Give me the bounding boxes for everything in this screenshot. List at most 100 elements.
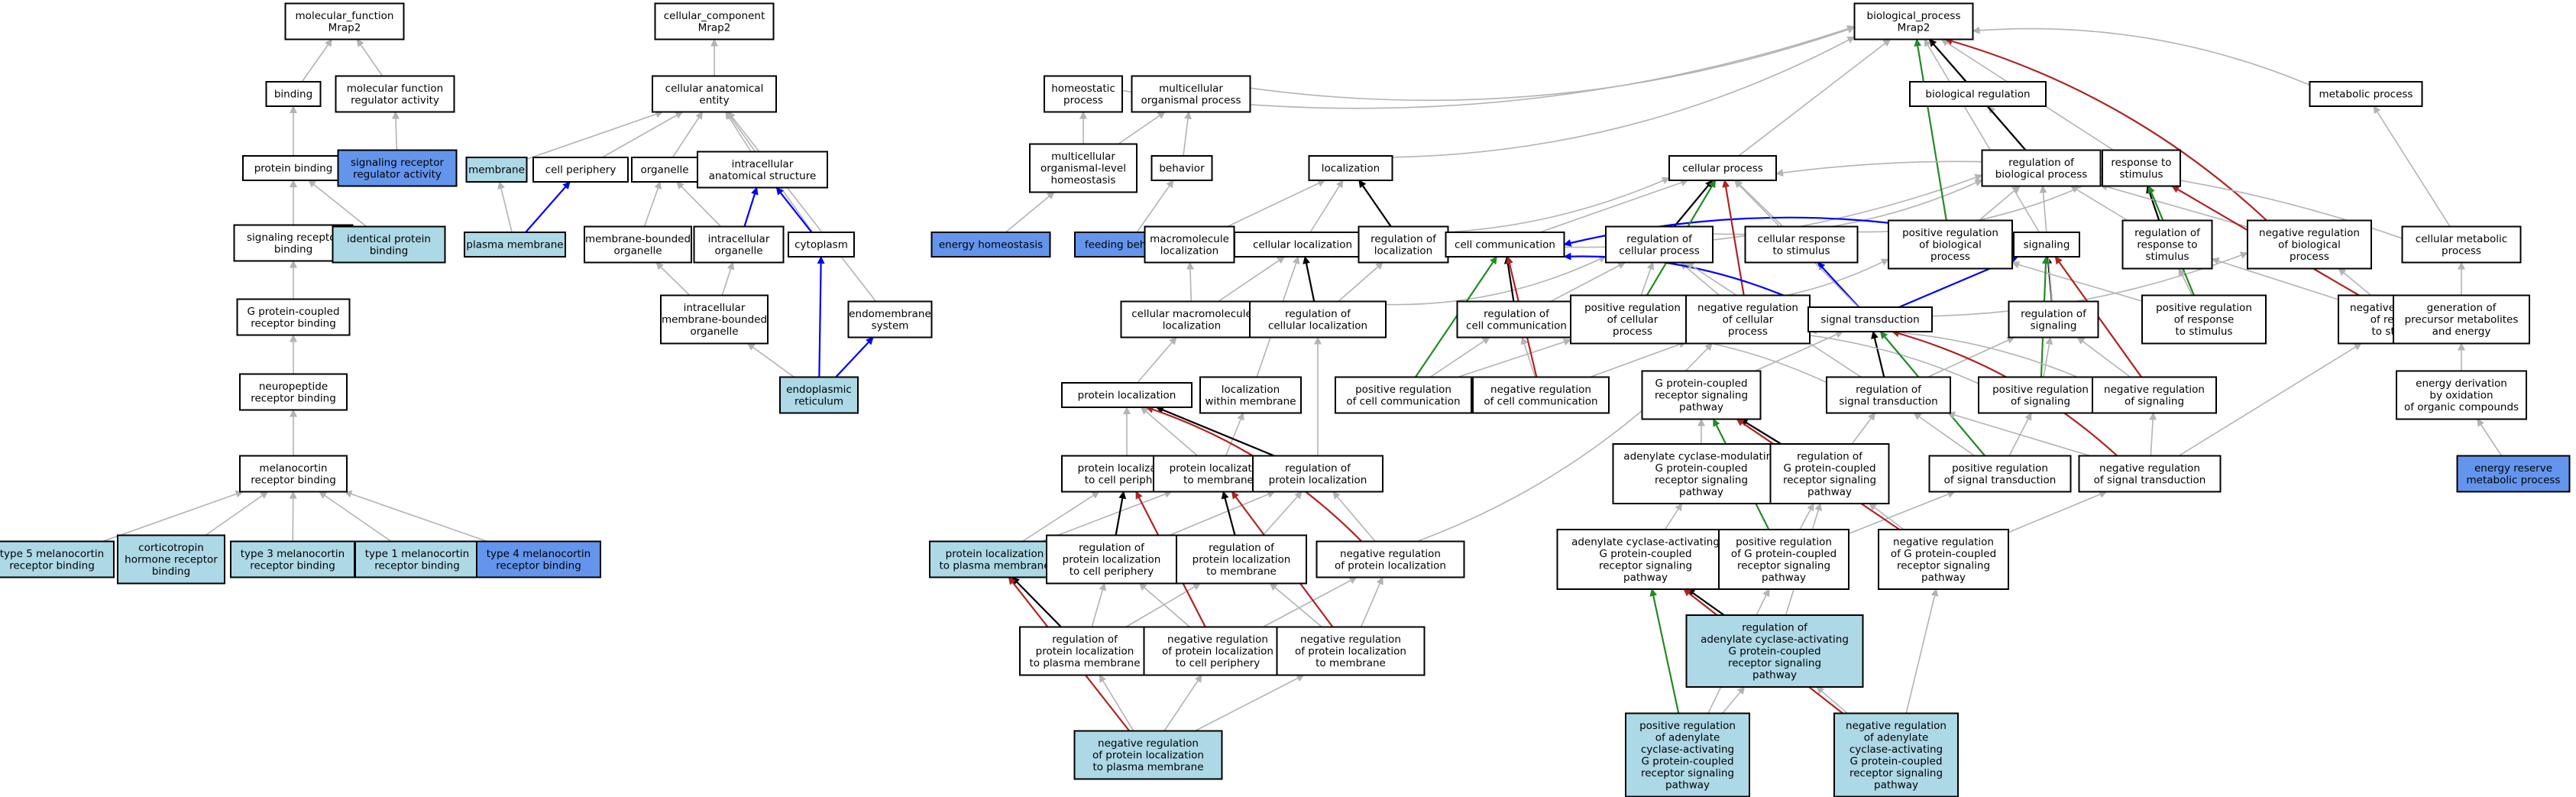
term-node-organelle[interactable]: organelle <box>631 157 698 183</box>
edge-is-a <box>1799 503 1814 530</box>
term-box <box>2102 149 2181 187</box>
term-label-line: protein localization <box>1036 646 1134 658</box>
term-node-loc[interactable]: localization <box>1308 155 1393 181</box>
term-node-ccomm[interactable]: cell communication <box>1445 232 1565 258</box>
term-node-cperiph[interactable]: cell periphery <box>532 157 629 183</box>
term-label-line: localization <box>1163 319 1221 332</box>
term-node-metab[interactable]: metabolic process <box>2309 81 2423 107</box>
term-label: organelle <box>640 164 688 177</box>
term-node-signaling[interactable]: signaling <box>2013 232 2080 258</box>
term-node-cyto[interactable]: cytoplasm <box>788 232 855 258</box>
term-node-binding[interactable]: binding <box>265 81 322 107</box>
term-node-bioreg[interactable]: biological regulation <box>1909 81 2047 107</box>
term-node-protloc[interactable]: protein localization <box>1061 382 1193 408</box>
term-label-line: localization <box>1222 384 1280 396</box>
term-node-cl[interactable]: cellular localization <box>1234 232 1371 258</box>
term-node-pm[interactable]: plasma membrane <box>464 232 566 258</box>
term-node-eh[interactable]: energy homeostasis <box>930 232 1051 258</box>
term-box <box>2121 219 2213 270</box>
edge-is-a <box>1118 111 1166 145</box>
term-node-st[interactable]: signal transduction <box>1807 306 1933 332</box>
term-label-line: regulation of <box>1052 633 1118 646</box>
term-node-membrane[interactable]: membrane <box>465 157 528 183</box>
term-node-pb[interactable]: protein binding <box>242 155 345 181</box>
term-label-line: metabolic process <box>2319 89 2413 101</box>
term-node-cellproc[interactable]: cellular process <box>1668 155 1777 181</box>
term-node-behavior[interactable]: behavior <box>1150 155 1213 181</box>
